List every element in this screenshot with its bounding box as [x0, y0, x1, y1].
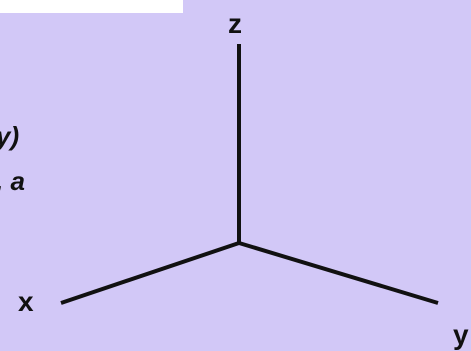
y-axis-line — [238, 241, 439, 305]
z-axis-label: z — [228, 8, 242, 39]
partial-text-line-1: y) — [0, 121, 20, 151]
y-axis-label: y — [453, 319, 469, 350]
x-axis-line — [60, 241, 240, 305]
x-axis-label: x — [18, 286, 34, 317]
partial-text-line-2: , a — [0, 166, 25, 196]
top-white-bar — [0, 0, 183, 13]
